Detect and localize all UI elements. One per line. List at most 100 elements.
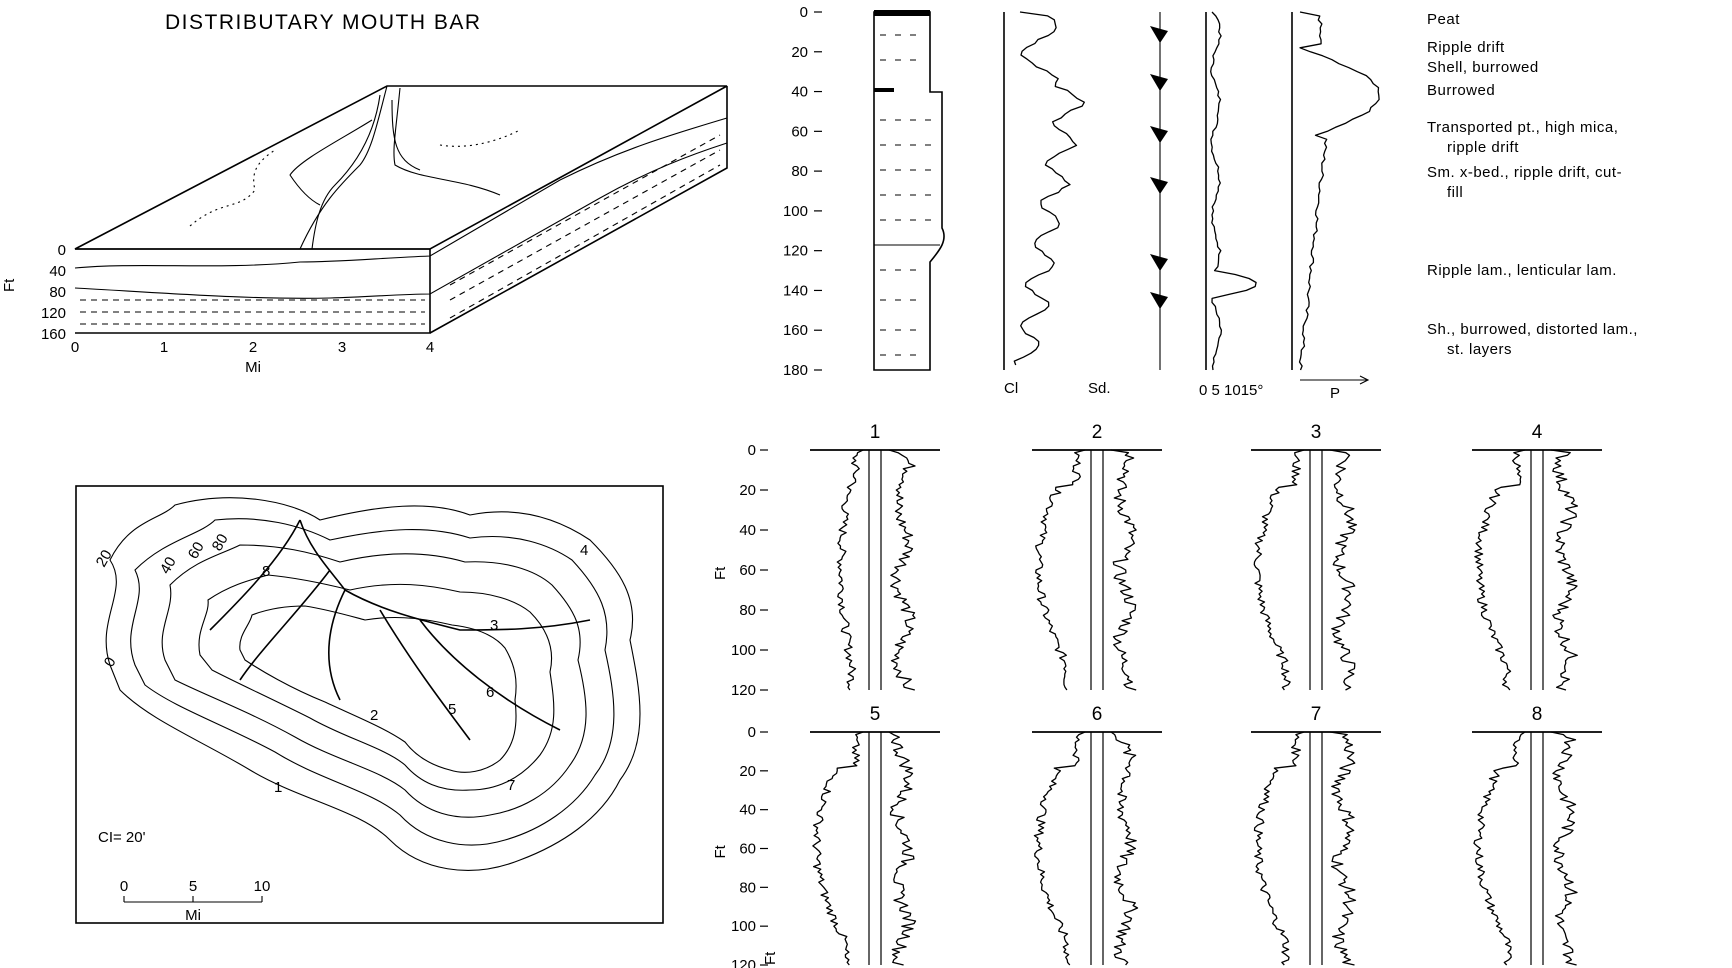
well-number: 2: [1092, 422, 1103, 443]
well-depth-tick: 20: [739, 763, 756, 780]
dip-axis-label: 0 5 1015°: [1199, 382, 1263, 399]
scale-tick: 10: [254, 878, 271, 895]
figure-title: DISTRIBUTARY MOUTH BAR: [165, 11, 482, 34]
well-depth-tick: 60: [739, 841, 756, 858]
dip-log-curve: [1211, 12, 1256, 370]
map-frame: [76, 486, 663, 923]
well-markers: 1 2 3 4 5 6 7 8: [262, 542, 588, 796]
block-distance-unit: Mi: [245, 359, 261, 376]
shale-dashes: [80, 135, 720, 324]
scale-unit: Mi: [185, 907, 201, 924]
well-number: 1: [870, 422, 881, 443]
scale-tick: 5: [189, 878, 197, 895]
block-distance-tick: 1: [160, 339, 168, 356]
well-marker: 7: [507, 777, 515, 794]
well-number: 7: [1311, 704, 1322, 725]
block-depth-tick: 80: [49, 284, 66, 301]
channel-outline: [290, 86, 500, 249]
well-depth-tick: 80: [739, 602, 756, 619]
block-distance-tick: 3: [338, 339, 346, 356]
section-depth-tick: 20: [791, 44, 808, 61]
dip-marker: [1150, 26, 1168, 43]
well-depth-tick: 20: [739, 482, 756, 499]
well-number: 3: [1311, 422, 1322, 443]
lith-desc: fill: [1447, 184, 1463, 201]
well-depth-tick: 60: [739, 562, 756, 579]
well-depth-tick: 100: [731, 642, 756, 659]
well-marker: 5: [448, 701, 456, 718]
well-marker: 2: [370, 707, 378, 724]
section-depth-tick: 180: [783, 362, 808, 379]
permeability-label: P: [1330, 385, 1340, 402]
lith-desc: Peat: [1427, 11, 1460, 28]
permeability-curve: [1300, 12, 1380, 370]
well-sp-curve: [1036, 450, 1085, 690]
block-side-face: [430, 86, 727, 333]
log-clay-label: Cl: [1004, 380, 1018, 397]
lith-desc: st. layers: [1447, 341, 1512, 358]
peat-lens: [874, 88, 894, 92]
well-depth-tick: 0: [748, 442, 756, 459]
block-distance-tick: 0: [71, 339, 79, 356]
sp-curve: [1014, 12, 1084, 365]
well-depth-tick: 40: [739, 802, 756, 819]
well-depth-tick: 100: [731, 918, 756, 935]
block-distance-ticks: 0 1 2 3 4: [71, 339, 434, 356]
dip-marker: [1150, 126, 1168, 143]
well-number: 8: [1532, 704, 1543, 725]
well-log-3: 3: [1251, 422, 1381, 690]
well-resistivity-curve: [1551, 732, 1577, 965]
block-top-surface: [75, 86, 727, 249]
section-depth-tick: 100: [783, 203, 808, 220]
well-sp-curve: [837, 450, 863, 690]
well-sp-curve: [1254, 450, 1304, 690]
well-sp-curve: [1255, 732, 1305, 965]
lith-desc: Sh., burrowed, distorted lam.,: [1427, 321, 1638, 338]
well-number: 5: [870, 704, 881, 725]
well-log-6: 6: [1032, 704, 1162, 965]
contour-label: 60: [185, 539, 208, 562]
section-depth-tick: 140: [783, 282, 808, 299]
contour-label: 40: [157, 554, 180, 577]
well-resistivity-curve: [1330, 732, 1356, 965]
dip-marker: [1150, 254, 1168, 271]
contour-label: 0: [101, 654, 120, 670]
well-resistivity-curve: [1551, 450, 1577, 690]
well-resistivity-curve: [889, 732, 916, 965]
contour-80: [240, 606, 516, 772]
lith-desc: Transported pt., high mica,: [1427, 119, 1618, 136]
well-marker: 6: [486, 684, 494, 701]
lith-desc: Ripple lam., lenticular lam.: [1427, 262, 1617, 279]
log-sand-label: Sd.: [1088, 380, 1111, 397]
contour-interval-label: CI= 20': [98, 829, 146, 846]
scale-tick: 0: [120, 878, 128, 895]
section-depth-tick: 120: [783, 243, 808, 260]
permeability-arrow: [1300, 376, 1368, 384]
dip-marker: [1150, 74, 1168, 91]
lithology-descriptions: Peat Ripple drift Shell, burrowed Burrow…: [1427, 11, 1638, 358]
lith-desc: ripple drift: [1447, 139, 1519, 156]
section-depth-tick: 0: [800, 4, 808, 21]
block-depth-ticks: 0 40 80 120 160: [41, 242, 66, 343]
well-sp-curve: [1474, 732, 1525, 965]
section-depth-tick: 40: [791, 84, 808, 101]
block-depth-tick: 160: [41, 326, 66, 343]
block-diagram: Ft 0 40 80 120 160 0 1 2 3 4 Mi: [1, 86, 727, 376]
well-depth-tick: 120: [731, 682, 756, 699]
well-depth-unit: Ft: [712, 566, 729, 580]
section-depth-tick: 160: [783, 322, 808, 339]
layer-boundary-lower: [75, 143, 727, 298]
isopach-map: 20 40 60 80 0 1 2 3 4 5 6 7 8 CI= 20' 0 …: [76, 486, 663, 924]
lith-desc: Sm. x-bed., ripple drift, cut-: [1427, 164, 1622, 181]
block-distance-tick: 2: [249, 339, 257, 356]
well-resistivity-curve: [1111, 450, 1136, 690]
well-number: 4: [1532, 422, 1543, 443]
contour-60: [199, 575, 554, 790]
block-depth-tick: 120: [41, 305, 66, 322]
block-depth-unit: Ft: [1, 278, 18, 292]
well-resistivity-curve: [889, 450, 915, 690]
